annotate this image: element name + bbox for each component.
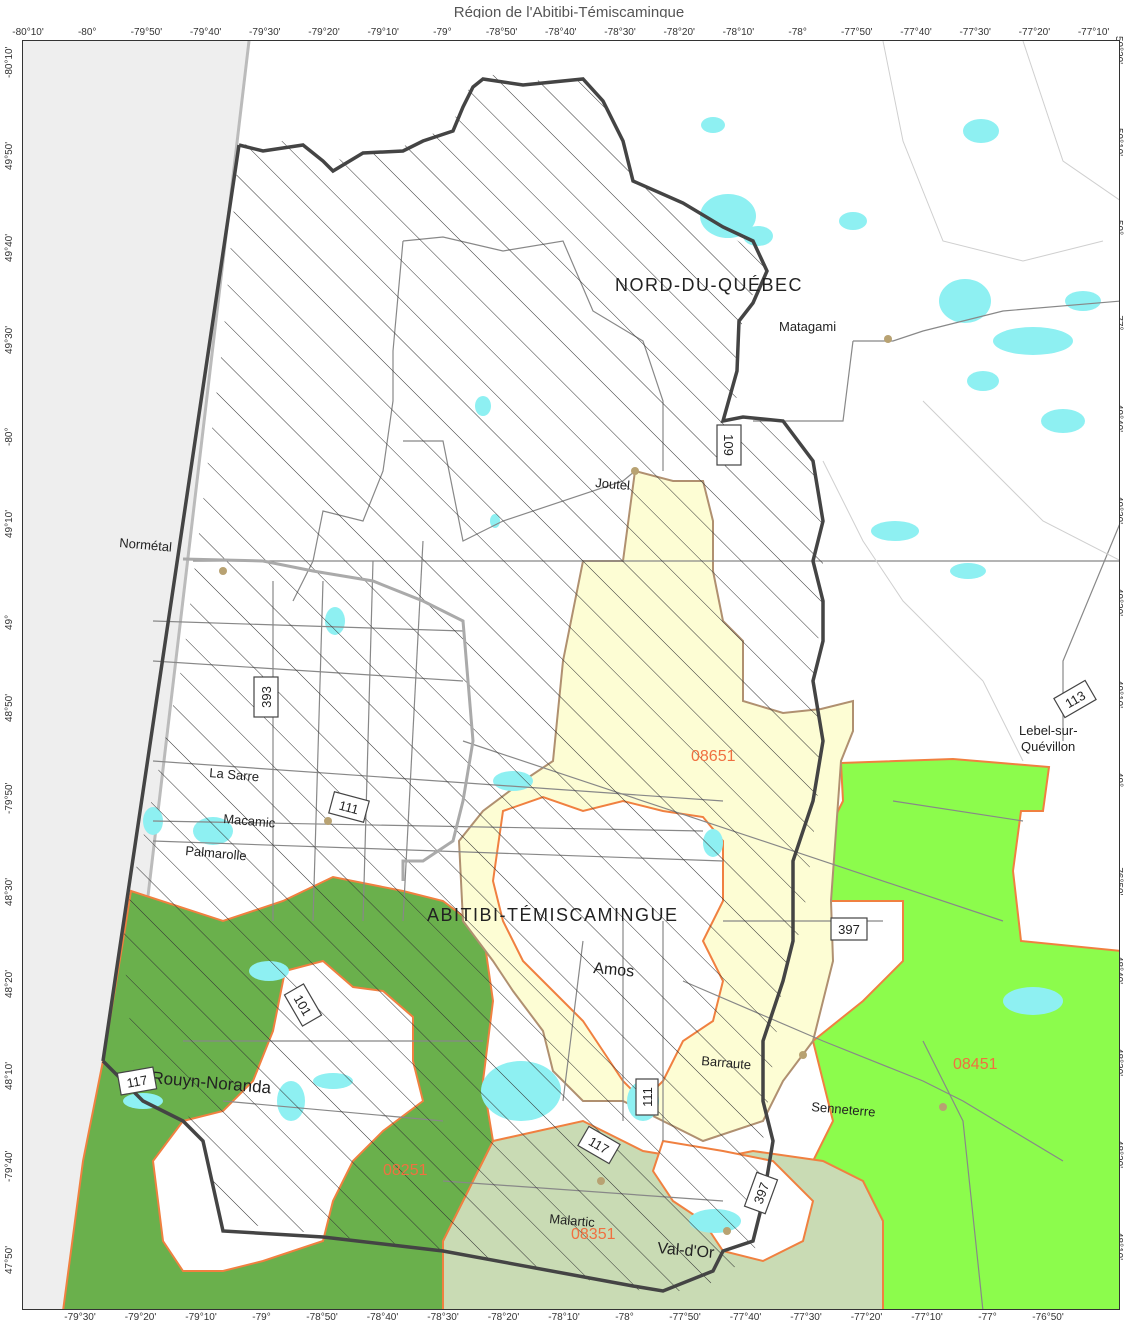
zone-label-08451: 08451 — [953, 1056, 998, 1073]
tick-left-label: 49°40' — [4, 233, 15, 262]
tick-left-label: -79°50' — [4, 782, 15, 814]
tick-top-label: -79°20' — [308, 27, 340, 38]
tick-bottom-label: -77°50' — [669, 1312, 701, 1323]
tick-top-label: -79°30' — [249, 27, 281, 38]
tick-left-label: 49°10' — [4, 509, 15, 538]
tick-left-label: 49°50' — [4, 141, 15, 170]
route-397-south: 397 — [751, 1180, 773, 1206]
town-lebel-line2: Quévillon — [1021, 739, 1075, 754]
town-palmarolle: Palmarolle — [185, 843, 247, 863]
tick-bottom-label: -79°30' — [64, 1312, 96, 1323]
zone-label-08651: 08651 — [691, 748, 736, 765]
tick-bottom-label: -77°40' — [729, 1312, 762, 1323]
tick-bottom-label: -77°10' — [911, 1312, 943, 1323]
town-matagami: Matagami — [779, 319, 836, 334]
tick-top-label: -78°50' — [485, 27, 518, 38]
town-normetal: Normétal — [119, 535, 173, 555]
town-lebel-line1: Lebel-sur- — [1019, 723, 1078, 738]
tick-bottom-label: -78°20' — [487, 1312, 520, 1323]
zone-label-08351: 08351 — [571, 1226, 616, 1243]
tick-bottom-label: -78°10' — [548, 1312, 580, 1323]
map-frame[interactable]: NORD-DU-QUÉBEC ABITIBI-TÉMISCAMINGUE 086… — [22, 40, 1120, 1310]
route-111-south: 111 — [640, 1087, 655, 1107]
tick-left-label: 48°50' — [4, 693, 15, 722]
tick-bottom-label: -78°30' — [427, 1312, 459, 1323]
tick-top-label: -78°40' — [545, 27, 577, 38]
tick-left-label: 48°10' — [4, 1061, 15, 1090]
tick-top-label: -78°20' — [663, 27, 695, 38]
town-macamic: Macamic — [223, 811, 277, 831]
tick-top-label: -79°50' — [130, 27, 163, 38]
tick-left-label: 48°20' — [4, 969, 15, 998]
region-label-abitibi: ABITIBI-TÉMISCAMINGUE — [427, 905, 679, 925]
town-amos: Amos — [593, 960, 635, 981]
hatched-territory — [123, 71, 823, 1291]
route-117-west: 117 — [126, 1072, 149, 1090]
tick-left-label: 47°50' — [4, 1245, 15, 1274]
region-border — [101, 77, 825, 1293]
tick-left-label: -80° — [4, 427, 15, 446]
tick-left-label: -79°40' — [4, 1150, 15, 1182]
tick-bottom-label: -78° — [615, 1312, 634, 1323]
border-west — [101, 144, 241, 1062]
tick-top-label: -79°40' — [189, 27, 222, 38]
tick-top-label: -78°10' — [722, 27, 755, 38]
route-111-north: 111 — [337, 798, 360, 818]
tick-top-label: -78° — [788, 27, 807, 38]
route-shields: 109 393 111 111 101 117 117 397 — [116, 424, 1097, 1215]
tick-left-label: 49° — [4, 614, 15, 630]
tick-top-label: -77°50' — [841, 27, 873, 38]
route-109: 109 — [721, 434, 736, 456]
tick-top-label: -80° — [77, 27, 97, 38]
grey-boundary — [182, 557, 475, 881]
tick-top-label: -79° — [433, 27, 452, 38]
town-val-dor: Val-d'Or — [657, 1240, 716, 1262]
tick-bottom-label: -77° — [978, 1312, 997, 1323]
tick-top-label: -77°30' — [959, 27, 991, 38]
tick-top-label: -77°40' — [900, 27, 932, 38]
tick-bottom-label: -77°20' — [850, 1312, 883, 1323]
route-397-north: 397 — [838, 922, 860, 937]
streams — [822, 41, 1119, 762]
tick-top-label: -79°10' — [367, 27, 399, 38]
tick-top-label: -78°30' — [604, 27, 636, 38]
route-393: 393 — [259, 686, 274, 708]
map-title: Région de l'Abitibi-Témiscamingue — [453, 4, 685, 18]
town-senneterre: Senneterre — [811, 1099, 876, 1120]
tick-left-label: 49°30' — [4, 325, 15, 354]
tick-bottom-label: -76°50' — [1032, 1312, 1064, 1323]
tick-bottom-label: -77°30' — [790, 1312, 822, 1323]
tick-bottom-label: -79° — [252, 1312, 271, 1323]
tick-left-label: -80°10' — [4, 46, 15, 78]
tick-bottom-label: -78°50' — [306, 1312, 338, 1323]
town-markers — [219, 335, 947, 1235]
town-joutel: Joutel — [595, 475, 631, 493]
tick-top-label: -77°20' — [1018, 27, 1051, 38]
tick-left-label: 48°30' — [4, 877, 15, 906]
tick-top-label: -77°10' — [1077, 27, 1110, 38]
outside-area — [23, 41, 249, 1309]
town-malartic: Malartic — [549, 1211, 596, 1230]
town-barraute: Barraute — [701, 1053, 752, 1072]
tick-bottom-label: -79°10' — [185, 1312, 217, 1323]
town-lasarre: La Sarre — [209, 765, 260, 784]
tick-bottom-label: -78°40' — [366, 1312, 399, 1323]
tick-bottom-label: -79°20' — [124, 1312, 157, 1323]
zone-label-08251: 08251 — [383, 1162, 428, 1179]
tick-top-label: -80°10' — [12, 27, 44, 38]
region-label-nord: NORD-DU-QUÉBEC — [615, 275, 803, 295]
